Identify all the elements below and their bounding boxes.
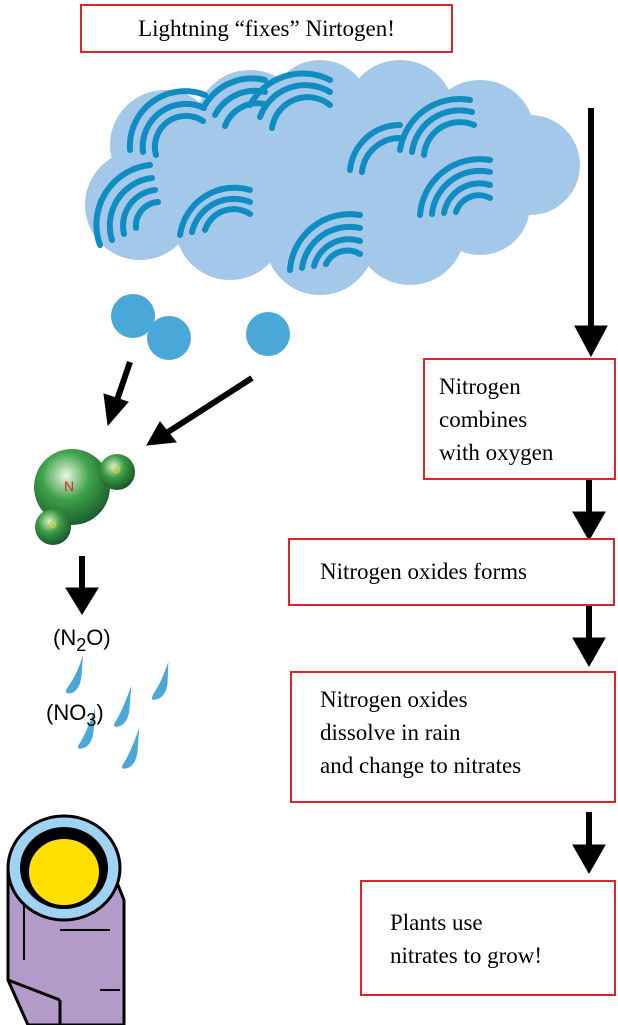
- storm-cloud-icon: [85, 60, 580, 295]
- step-box-3: Nitrogen oxides dissolve in rain and cha…: [290, 671, 616, 803]
- step-3-line-2: dissolve in rain: [320, 720, 461, 745]
- molecule-atom-label-a: o: [113, 461, 121, 476]
- molecule-center-label: N: [64, 478, 75, 494]
- step-3-line-1: Nitrogen oxides: [320, 687, 468, 712]
- step-3-line-3: and change to nitrates: [320, 753, 522, 778]
- step-4-line-1: Plants use: [390, 910, 483, 935]
- molecule-atom-label-b: o: [49, 516, 57, 531]
- step-1-line-1: Nitrogen: [439, 374, 521, 399]
- title-text: Lightning “fixes” Nirtogen!: [138, 16, 395, 41]
- flow-arrow-icons: [572, 108, 608, 875]
- step-1-line-3: with oxygen: [439, 440, 554, 465]
- nitrogen-particles: [111, 294, 290, 360]
- step-box-1: Nitrogen combines with oxygen: [423, 358, 616, 480]
- step-1-line-2: combines: [439, 407, 528, 432]
- telescope-icon: [6, 814, 126, 1025]
- step-box-4: Plants use nitrates to grow!: [360, 880, 616, 996]
- formula-no3-sub: 3: [86, 710, 97, 730]
- formula-n2o: (N2O): [53, 625, 111, 656]
- formula-n2o-pre: (N: [53, 625, 77, 650]
- formula-n2o-post: O): [86, 625, 111, 650]
- nitrogen-oxide-molecule-icon: [34, 449, 135, 545]
- raindrop-icons: [64, 649, 170, 770]
- formula-no3-pre: (NO: [46, 700, 87, 725]
- step-4-line-2: nitrates to grow!: [390, 943, 543, 968]
- formula-n2o-sub: 2: [76, 635, 87, 655]
- formula-no3: (NO3): [46, 700, 104, 731]
- step-box-2: Nitrogen oxides forms: [288, 538, 615, 606]
- arrow-icon-left: [65, 361, 254, 615]
- formula-no3-post: ): [96, 700, 104, 725]
- title-box: Lightning “fixes” Nirtogen!: [80, 4, 453, 53]
- step-2-line-1: Nitrogen oxides forms: [320, 559, 527, 584]
